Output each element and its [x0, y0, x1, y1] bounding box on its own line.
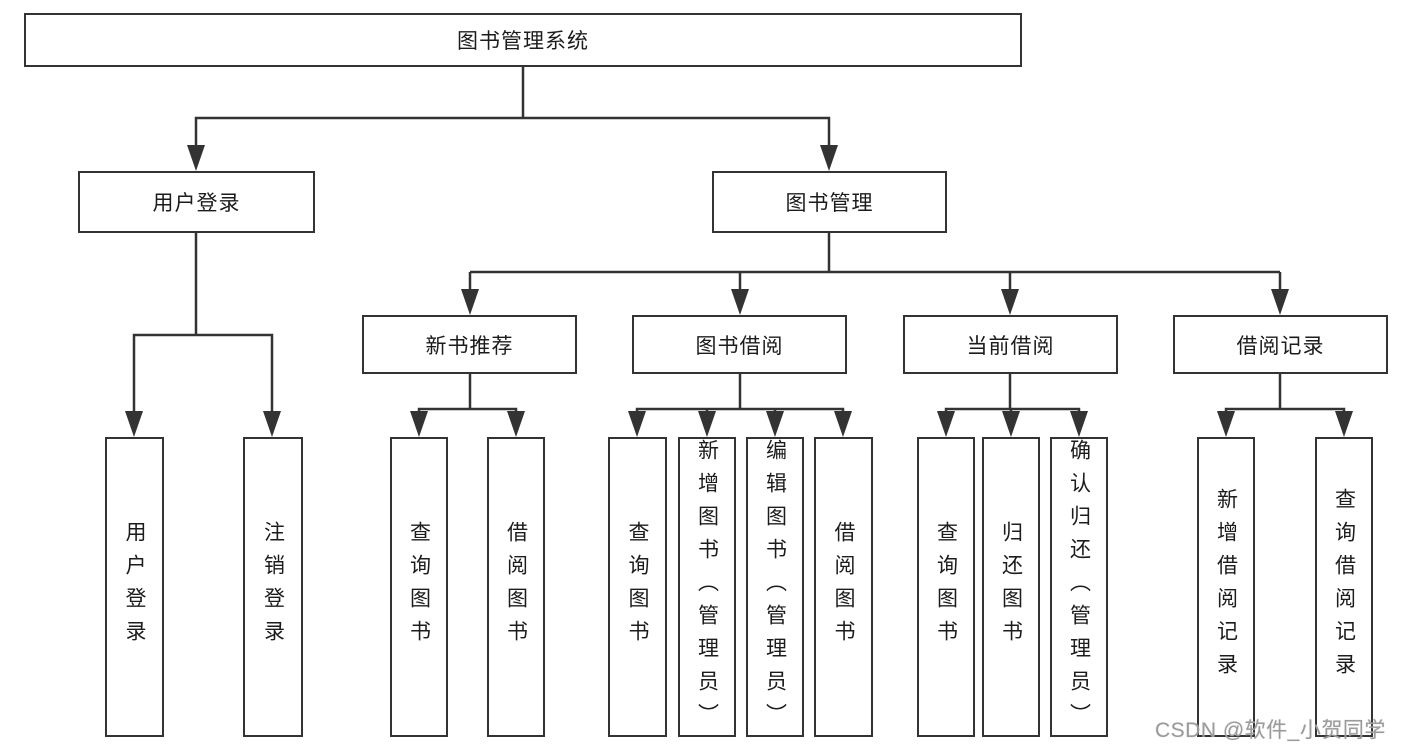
node-new-book-recommendation: 新书推荐 [362, 315, 577, 374]
node-label: 查询图书 [407, 521, 431, 653]
node-label: 注销登录 [261, 521, 285, 653]
node-label: 用户登录 [123, 521, 146, 653]
connector-root-to-level2 [194, 67, 831, 148]
connector-user-login-branch [132, 233, 274, 413]
connector-current-borrow-branch [944, 374, 1081, 414]
leaf-logout: 注销登录 [243, 437, 303, 737]
node-label: 确认归还（管理员） [1067, 439, 1091, 736]
leaf-return-books: 归还图书 [982, 437, 1040, 737]
node-library-management-system: 图书管理系统 [24, 13, 1022, 67]
leaf-borrow-books: 借阅图书 [814, 437, 873, 737]
node-label: 查询图书 [626, 521, 649, 653]
node-label: 借阅图书 [504, 521, 528, 653]
node-label: 图书管理 [785, 192, 874, 215]
node-label: 当前借阅 [966, 334, 1055, 358]
node-label: 图书借阅 [695, 334, 784, 358]
leaf-query-borrow-record: 查询借阅记录 [1315, 437, 1373, 737]
node-borrowing-records: 借阅记录 [1173, 315, 1388, 374]
node-label: 查询图书 [934, 521, 958, 653]
node-label: 新增借阅记录 [1214, 488, 1238, 686]
connector-book-borrow-branch [635, 374, 845, 414]
node-current-borrowing: 当前借阅 [903, 315, 1118, 374]
watermark-text: CSDN @软件_小贺同学 [1155, 719, 1386, 742]
node-user-login: 用户登录 [78, 171, 315, 233]
node-label: 借阅图书 [832, 521, 855, 653]
connector-book-management-branch [468, 233, 1282, 292]
node-label: 图书管理系统 [457, 30, 589, 53]
leaf-query-books-current: 查询图书 [917, 437, 975, 737]
leaf-add-book-admin: 新增图书（管理员） [678, 437, 736, 737]
node-label: 编辑图书（管理员） [763, 439, 787, 736]
leaf-query-books-borrow: 查询图书 [608, 437, 667, 737]
leaf-edit-book-admin: 编辑图书（管理员） [746, 437, 804, 737]
leaf-query-books-recommend: 查询图书 [390, 437, 448, 737]
connector-borrow-record-branch [1224, 374, 1346, 414]
leaf-borrow-books-recommend: 借阅图书 [487, 437, 545, 737]
connector-new-book-branch [417, 374, 518, 414]
node-label: 新增图书（管理员） [695, 439, 719, 736]
node-label: 新书推荐 [425, 334, 514, 358]
leaf-user-login: 用户登录 [105, 437, 164, 737]
node-label: 归还图书 [999, 521, 1023, 653]
node-label: 用户登录 [152, 192, 241, 215]
leaf-confirm-return-admin: 确认归还（管理员） [1050, 437, 1108, 737]
node-label: 借阅记录 [1236, 334, 1325, 358]
node-book-borrowing: 图书借阅 [632, 315, 847, 374]
node-label: 查询借阅记录 [1332, 488, 1356, 686]
node-book-management: 图书管理 [712, 171, 947, 233]
leaf-add-borrow-record: 新增借阅记录 [1197, 437, 1255, 737]
